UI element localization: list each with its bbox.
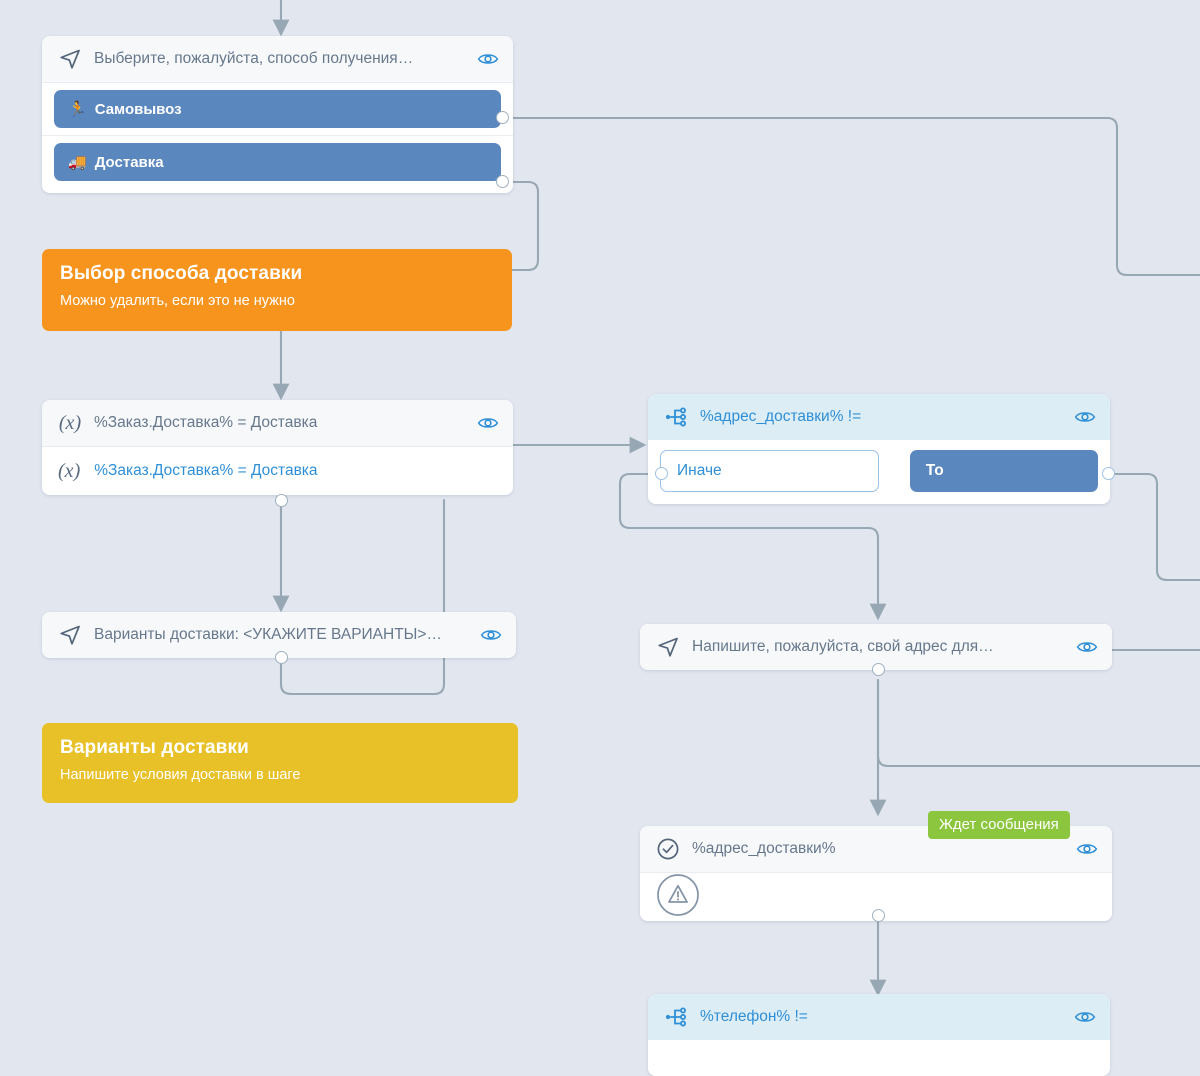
- eye-icon[interactable]: [1076, 841, 1098, 857]
- node-header[interactable]: %телефон% !=: [648, 994, 1110, 1040]
- node-title: %адрес_доставки% !=: [700, 408, 862, 425]
- branch-then-label: То: [925, 462, 944, 479]
- branch-else[interactable]: Иначе: [660, 450, 879, 492]
- node-address-condition[interactable]: %адрес_доставки% != Иначе То: [648, 394, 1110, 504]
- send-icon: [656, 635, 680, 659]
- node-pickup-choice[interactable]: Выберите, пожалуйста, способ получения… …: [42, 36, 513, 193]
- choice-button-label: Доставка: [94, 153, 164, 171]
- node-write-address-msg[interactable]: Напишите, пожалуйста, свой адрес для…: [640, 624, 1112, 670]
- node-title: Варианты доставки: <УКАЖИТЕ ВАРИАНТЫ>…: [94, 626, 442, 643]
- edge-write-address-branch-right: [876, 678, 1200, 768]
- check-circle-icon: [656, 837, 680, 861]
- port-else-out[interactable]: [655, 467, 668, 480]
- eye-icon[interactable]: [480, 627, 502, 643]
- warning-triangle-icon: [656, 873, 700, 922]
- condition-branches: Иначе То: [648, 440, 1110, 504]
- expression-text: %Заказ.Доставка% = Доставка: [94, 462, 318, 479]
- edge-delivery-branch: [506, 180, 540, 272]
- expression-row[interactable]: (x) %Заказ.Доставка% = Доставка: [42, 447, 513, 495]
- divider: [42, 82, 513, 83]
- note-title: Варианты доставки: [60, 737, 249, 758]
- node-header[interactable]: Напишите, пожалуйста, свой адрес для…: [640, 624, 1112, 670]
- divider: [42, 446, 513, 447]
- button-row-pickup: 🏃 Самовывоз: [42, 83, 513, 135]
- port-pickup-out[interactable]: [496, 111, 509, 124]
- condition-branches: [648, 1040, 1110, 1076]
- status-badge-waiting: Ждет сообщения: [928, 811, 1070, 839]
- running-person-emoji: 🏃: [68, 101, 87, 118]
- choice-button-pickup[interactable]: 🏃 Самовывоз: [54, 90, 501, 128]
- port-then-out[interactable]: [1102, 467, 1115, 480]
- node-title: Напишите, пожалуйста, свой адрес для…: [692, 638, 994, 655]
- note-delivery-variants[interactable]: Варианты доставки Напишите условия доста…: [42, 723, 518, 803]
- eye-icon[interactable]: [1074, 409, 1096, 425]
- branch-icon: [664, 405, 688, 429]
- branch-else-label: Иначе: [677, 462, 722, 479]
- eye-icon[interactable]: [1074, 1009, 1096, 1025]
- fx-icon: (x): [58, 411, 82, 434]
- branch-icon: [664, 1005, 688, 1029]
- divider: [640, 872, 1112, 873]
- eye-icon[interactable]: [477, 415, 499, 431]
- divider: [42, 135, 513, 136]
- node-header[interactable]: Варианты доставки: <УКАЖИТЕ ВАРИАНТЫ>…: [42, 612, 516, 658]
- edge-pickup-branch: [506, 116, 1200, 277]
- branch-then[interactable]: То: [909, 450, 1098, 492]
- node-title: %адрес_доставки%: [692, 840, 836, 857]
- node-order-delivery-condition[interactable]: (x) %Заказ.Доставка% = Доставка (x) %Зак…: [42, 400, 513, 495]
- note-body: Напишите условия доставки в шаге: [60, 767, 301, 783]
- edge-then-branch: [1106, 472, 1200, 582]
- port-delivery-out[interactable]: [496, 175, 509, 188]
- node-phone-condition[interactable]: %телефон% !=: [648, 994, 1110, 1076]
- node-header[interactable]: Выберите, пожалуйста, способ получения…: [42, 36, 513, 82]
- note-body: Можно удалить, если это не нужно: [60, 293, 295, 309]
- fx-icon: (x): [58, 459, 81, 482]
- delivery-truck-emoji: 🚚: [68, 154, 87, 171]
- port-variants-out[interactable]: [275, 651, 288, 664]
- note-delivery-method[interactable]: Выбор способа доставки Можно удалить, ес…: [42, 249, 512, 331]
- node-title: %телефон% !=: [700, 1008, 808, 1025]
- send-icon: [58, 47, 82, 71]
- node-title: Выберите, пожалуйста, способ получения…: [94, 50, 414, 67]
- eye-icon[interactable]: [1076, 639, 1098, 655]
- port-expression-out[interactable]: [275, 494, 288, 507]
- eye-icon[interactable]: [477, 51, 499, 67]
- node-address-capture[interactable]: %адрес_доставки%: [640, 826, 1112, 921]
- choice-button-label: Самовывоз: [94, 100, 182, 118]
- choice-button-delivery[interactable]: 🚚 Доставка: [54, 143, 501, 181]
- send-icon: [58, 623, 82, 647]
- node-header[interactable]: (x) %Заказ.Доставка% = Доставка: [42, 400, 513, 446]
- node-title: %Заказ.Доставка% = Доставка: [94, 414, 318, 431]
- port-write-address-out[interactable]: [872, 663, 885, 676]
- port-capture-out[interactable]: [872, 909, 885, 922]
- node-header[interactable]: %адрес_доставки% !=: [648, 394, 1110, 440]
- node-delivery-variants-msg[interactable]: Варианты доставки: <УКАЖИТЕ ВАРИАНТЫ>…: [42, 612, 516, 658]
- button-row-delivery: 🚚 Доставка: [42, 136, 513, 193]
- edge-variants-loopback: [279, 498, 446, 696]
- note-title: Выбор способа доставки: [60, 263, 303, 284]
